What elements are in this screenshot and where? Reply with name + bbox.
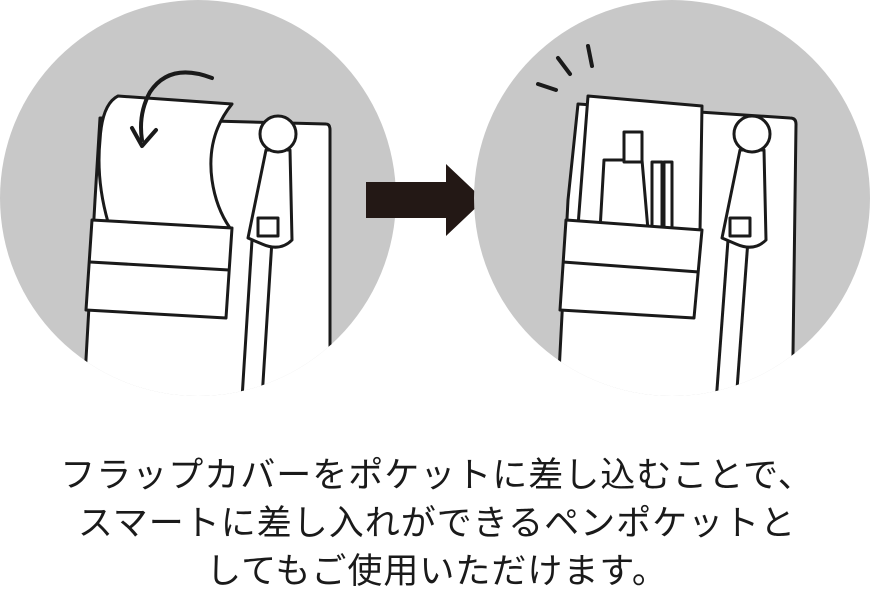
flap-fold-arrow-icon	[139, 70, 214, 142]
pocket-stitch-line-right	[562, 260, 700, 274]
pen-slim-1	[650, 160, 664, 232]
right-panel	[474, 0, 870, 396]
zipper-pull-window	[256, 216, 280, 238]
zipper-pull-ring-right	[732, 114, 772, 154]
zipper-rail-right	[258, 239, 274, 396]
illustration-svg	[0, 0, 870, 396]
right-arrow-icon	[366, 164, 484, 236]
snap-motion-lines-icon	[536, 44, 594, 92]
zipper-pull-ring	[258, 114, 298, 154]
pen-clip	[622, 130, 644, 164]
caption-line-2: スマートに差し入れができるペンポケットと	[77, 504, 797, 544]
caption-line-3: してもご使用いただけます。	[206, 552, 668, 592]
zipper-rail-left-right	[712, 239, 730, 396]
pocket-stitch-line	[89, 260, 230, 272]
zipper-pull-window-right	[728, 216, 752, 238]
illustration	[0, 0, 870, 396]
flap-cover	[97, 94, 234, 230]
left-panel	[0, 0, 396, 396]
pen-cap	[598, 158, 650, 232]
zipper-rail-right-right	[732, 239, 750, 396]
pen-slim-2	[662, 160, 674, 232]
pocket-band	[84, 218, 234, 320]
pocket-band-right	[558, 218, 704, 320]
zipper-rail-left	[238, 239, 254, 396]
caption-line-1: フラップカバーをポケットに差し込むことで、	[60, 456, 814, 496]
caption: フラップカバーをポケットに差し込むことで、 スマートに差し入れができるペンポケッ…	[0, 452, 874, 596]
flap-fold-arrowhead-icon	[130, 126, 158, 148]
